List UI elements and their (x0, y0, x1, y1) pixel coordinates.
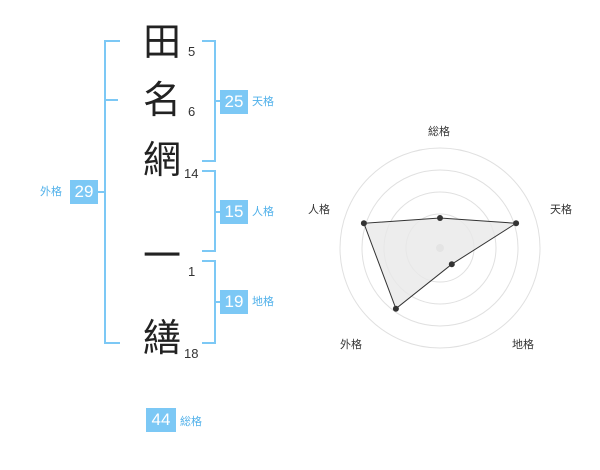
soukaku-value: 44 (146, 408, 176, 432)
radar-axis-tenkaku: 天格 (550, 203, 572, 216)
soukaku-label: 総格 (180, 415, 202, 428)
stroke-count-2: 6 (188, 104, 196, 119)
outer-bracket (104, 40, 120, 344)
stroke-count-4: 1 (188, 264, 196, 279)
tenkaku-connector (214, 100, 220, 102)
radar-point-5 (360, 220, 367, 227)
gaikaku-connector (98, 191, 104, 193)
radar-chart (339, 147, 541, 349)
name-char-5: 繕 (142, 316, 181, 360)
jinkaku-value: 15 (220, 200, 248, 224)
radar-point-4 (392, 305, 399, 312)
radar-axis-soukaku: 総格 (428, 125, 450, 138)
radar-axis-gaikaku: 外格 (340, 338, 362, 351)
jinkaku-connector (214, 211, 220, 213)
radar-point-2 (513, 220, 520, 227)
outer-bracket-tick-2 (104, 99, 118, 101)
chikaku-connector (214, 301, 220, 303)
chikaku-label: 地格 (252, 295, 274, 308)
name-char-3: 網 (142, 138, 181, 182)
name-char-4: 一 (142, 234, 181, 278)
jinkaku-label: 人格 (252, 205, 274, 218)
stroke-count-5: 18 (184, 346, 199, 361)
tenkaku-label: 天格 (252, 95, 274, 108)
gaikaku-value: 29 (70, 180, 98, 204)
name-char-1: 田 (142, 20, 181, 64)
radar-point-1 (437, 215, 443, 221)
radar-axis-jinkaku: 人格 (308, 203, 330, 216)
tenkaku-value: 25 (220, 90, 248, 114)
gaikaku-label: 外格 (40, 185, 62, 198)
name-char-2: 名 (142, 78, 181, 122)
chikaku-value: 19 (220, 290, 248, 314)
radar-axis-chikaku: 地格 (512, 338, 534, 351)
radar-point-3 (448, 261, 455, 268)
stroke-count-1: 5 (188, 44, 196, 59)
stroke-count-3: 14 (184, 166, 199, 181)
radar-polygon (363, 217, 518, 310)
